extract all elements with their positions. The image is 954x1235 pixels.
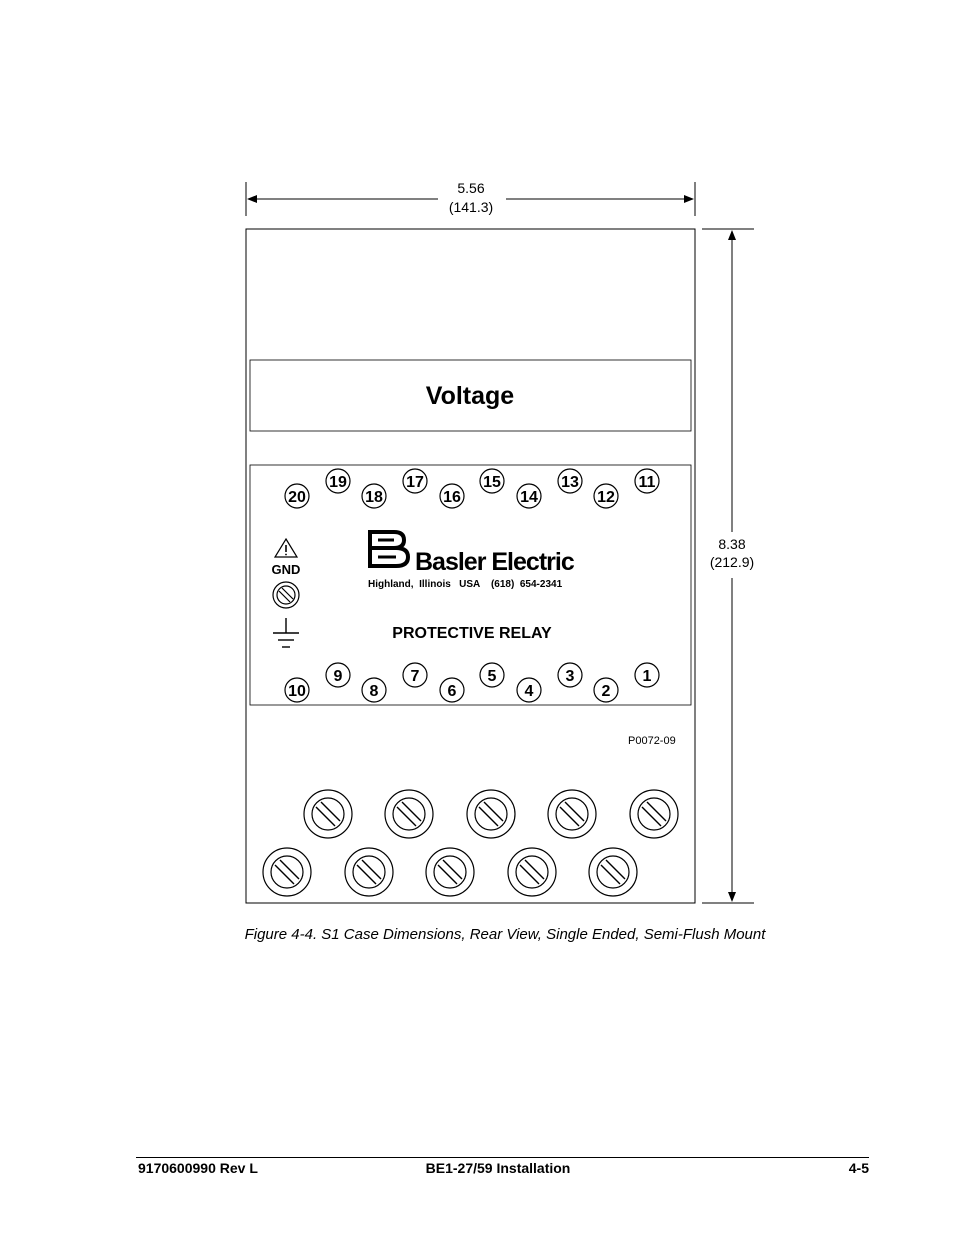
terminal-number-10: 10	[284, 677, 310, 703]
terminal-screw	[466, 789, 516, 839]
terminal-number-label: 2	[602, 683, 611, 700]
terminal-number-label: 9	[334, 668, 343, 685]
height-dimension-mm: (212.9)	[710, 554, 754, 570]
terminal-screw	[262, 847, 312, 897]
terminal-number-label: 15	[483, 474, 501, 491]
terminal-screw	[507, 847, 557, 897]
footer-page-number: 4-5	[848, 1160, 869, 1176]
terminal-number-13: 13	[557, 468, 583, 494]
product-name: PROTECTIVE RELAY	[392, 625, 552, 642]
terminal-number-16: 16	[439, 483, 465, 509]
terminal-number-label: 5	[488, 668, 497, 685]
terminal-number-label: 16	[443, 489, 461, 506]
terminal-number-7: 7	[402, 662, 428, 688]
terminal-number-6: 6	[439, 677, 465, 703]
terminal-number-15: 15	[479, 468, 505, 494]
terminal-screw	[588, 847, 638, 897]
terminal-number-label: 14	[520, 489, 538, 506]
terminal-number-5: 5	[479, 662, 505, 688]
nameplate	[249, 464, 692, 706]
footer-section-title: BE1-27/59 Installation	[425, 1160, 571, 1176]
terminal-screw	[384, 789, 434, 839]
terminal-number-18: 18	[361, 483, 387, 509]
terminal-screw	[303, 789, 353, 839]
footer-rule	[136, 1157, 869, 1158]
height-dimension-inches: 8.38	[718, 536, 745, 552]
terminal-number-19: 19	[325, 468, 351, 494]
label-panel-text: Voltage	[426, 382, 515, 410]
part-number: P0072-09	[628, 735, 676, 747]
terminal-number-label: 10	[288, 683, 306, 700]
footer-document-number: 9170600990 Rev L	[138, 1160, 258, 1176]
warning-icon	[273, 537, 299, 558]
terminal-number-label: 20	[288, 489, 306, 506]
terminal-number-label: 19	[329, 474, 347, 491]
basler-logo	[368, 530, 411, 568]
label-panel	[249, 359, 692, 432]
width-dimension-inches: 5.56	[457, 180, 484, 196]
terminal-number-9: 9	[325, 662, 351, 688]
terminal-number-label: 3	[566, 668, 575, 685]
brand-address: Highland, Illinois USA (618) 654-2341	[368, 579, 563, 590]
terminal-number-12: 12	[593, 483, 619, 509]
figure-caption: Figure 4-4. S1 Case Dimensions, Rear Vie…	[244, 926, 766, 943]
terminal-number-label: 11	[639, 474, 656, 491]
terminal-number-label: 12	[597, 489, 615, 506]
brand-name: Basler Electric	[415, 548, 575, 576]
terminal-number-8: 8	[361, 677, 387, 703]
terminal-screw	[547, 789, 597, 839]
terminal-number-2: 2	[593, 677, 619, 703]
terminal-number-3: 3	[557, 662, 583, 688]
width-dimension-mm: (141.3)	[449, 199, 493, 215]
terminal-number-label: 4	[525, 683, 534, 700]
terminal-number-label: 8	[370, 683, 379, 700]
terminal-number-4: 4	[516, 677, 542, 703]
height-dimension: 8.38 (212.9)	[702, 228, 754, 904]
terminal-number-label: 17	[406, 474, 424, 491]
terminal-number-20: 20	[284, 483, 310, 509]
terminal-number-11: 11	[634, 468, 660, 494]
terminal-number-17: 17	[402, 468, 428, 494]
terminal-number-1: 1	[634, 662, 660, 688]
gnd-label: GND	[272, 562, 301, 577]
terminal-number-14: 14	[516, 483, 542, 509]
terminal-screw	[425, 847, 475, 897]
terminal-number-label: 13	[561, 474, 579, 491]
width-dimension: 5.56 (141.3)	[245, 180, 696, 216]
terminal-layer: 19 17 15 13 11 20 18 16 14 12 9 7 5 3 1 10 8 6 4 2	[284, 468, 660, 703]
gnd-screw	[272, 581, 300, 609]
terminal-screw	[629, 789, 679, 839]
terminal-number-label: 18	[365, 489, 383, 506]
ground-symbol-icon	[273, 618, 299, 648]
terminal-screw	[344, 847, 394, 897]
terminal-number-label: 1	[643, 668, 652, 685]
terminal-number-label: 6	[448, 683, 457, 700]
terminal-number-label: 7	[411, 668, 420, 685]
